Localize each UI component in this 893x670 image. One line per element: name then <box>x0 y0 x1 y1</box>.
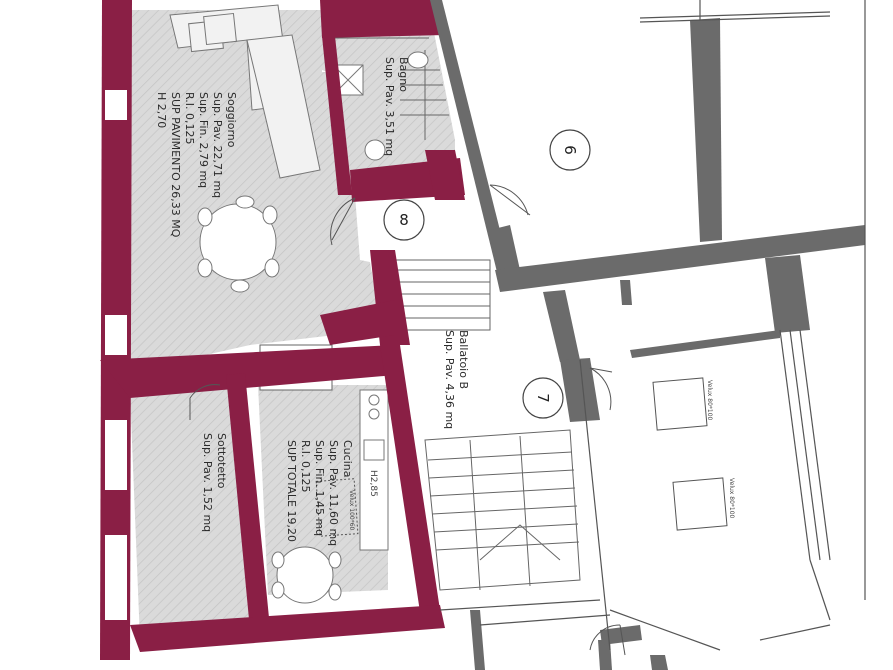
soggiorno-sup-fin: Sup. Fin. 2,79 mq <box>197 92 210 188</box>
soggiorno-name: Soggiorno <box>225 92 238 148</box>
bagno-floor <box>322 12 455 170</box>
cucina-ri: R.I. 0,125 <box>299 440 312 492</box>
soggiorno-sup-pav: Sup. Pav. 22,71 mq <box>211 92 224 198</box>
soggiorno-height: H 2,70 <box>155 92 168 128</box>
cucina-floor <box>258 385 388 595</box>
line-work <box>439 0 866 651</box>
marker-6-label: 6 <box>561 145 579 155</box>
dining-table-soggiorno <box>197 195 280 293</box>
windows-left <box>105 90 127 620</box>
sottotetto-sup-pav: Sup. Pav. 1,52 mq <box>201 433 214 532</box>
cucina-height: H2,85 <box>368 470 378 497</box>
cucina-sup-fin: Sup. Fin. 1,45 mq <box>313 440 326 536</box>
soggiorno-sup-pavimento: SUP PAVIMENTO 26,33 MQ <box>169 92 182 238</box>
label-bagno: Bagno Sup. Pav. 3,51 mq <box>383 57 410 156</box>
velux-cucina-label: Velux 100*60 <box>348 490 355 531</box>
dining-table-cucina <box>271 546 342 604</box>
sottotetto-floor <box>130 382 250 640</box>
marker-7-label: 7 <box>534 393 552 403</box>
marker-8-label: 8 <box>399 211 409 229</box>
marker-6: 6 <box>549 129 591 171</box>
stair-lower <box>424 429 581 591</box>
cucina-name: Cucina <box>341 440 354 477</box>
bagno-name: Bagno <box>397 57 410 92</box>
soggiorno-floor <box>130 10 380 372</box>
velux-skylights <box>315 377 728 537</box>
doors <box>189 184 626 656</box>
kitchen-counter <box>359 389 389 551</box>
cucina-sup-pav: Sup. Pav. 11,60 mq <box>327 440 340 546</box>
label-cucina: Cucina Sup. Pav. 11,60 mq Sup. Fin. 1,45… <box>285 440 354 546</box>
sofa <box>169 4 321 179</box>
soggiorno-ri: R.I. 0,125 <box>183 92 196 144</box>
label-sottotetto: Sottotetto Sup. Pav. 1,52 mq <box>201 433 228 532</box>
ballatoio-sup-pav: Sup. Pav. 4,36 mq <box>443 330 456 429</box>
sottotetto-name: Sottotetto <box>215 433 228 489</box>
velux-1-label: Velux 80*100 <box>706 380 713 421</box>
partition-walls <box>430 0 865 670</box>
cucina-sup-totale: SUP TOTALE 19,20 <box>285 440 298 542</box>
marker-8: 8 <box>383 199 425 241</box>
ballatoio-name: Ballatoio B <box>457 330 470 389</box>
velux-2-label: Velux 80*100 <box>728 478 735 519</box>
bagno-sup-pav: Sup. Pav. 3,51 mq <box>383 57 396 156</box>
marker-7: 7 <box>522 377 564 419</box>
label-soggiorno: Soggiorno Sup. Pav. 22,71 mq Sup. Fin. 2… <box>155 92 238 238</box>
label-ballatoio: Ballatoio B Sup. Pav. 4,36 mq <box>443 330 470 429</box>
bearing-walls <box>100 0 465 660</box>
stair-upper <box>394 259 491 331</box>
